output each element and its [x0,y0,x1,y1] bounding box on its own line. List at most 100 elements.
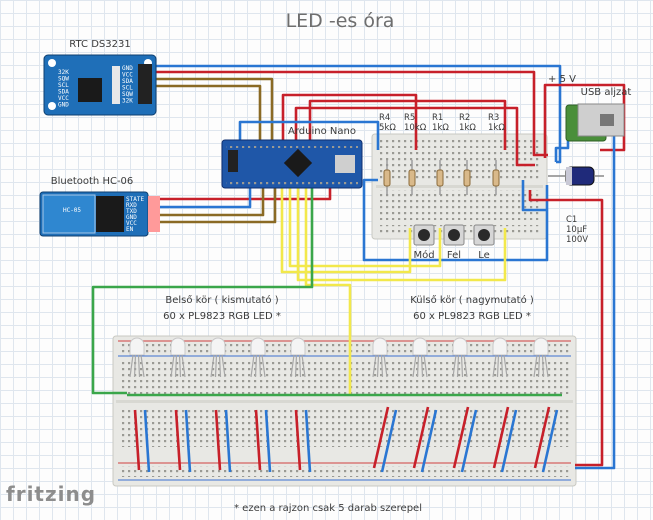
bt-chip-label: HC-05 [63,207,81,214]
led-leg [178,354,182,378]
led-leg [174,354,178,378]
led-ground-wire [184,409,192,473]
led-leg [129,354,134,378]
capacitor-name: C1 [566,215,577,225]
led-leg [537,354,541,378]
resistor-body [383,169,391,187]
wire-red [548,198,604,467]
led-power-wire [492,406,510,469]
led-leg [456,354,460,378]
bluetooth-module [39,191,160,237]
led-ground-wire [500,409,518,473]
led-ground-wire [143,409,151,473]
led-leg [140,354,145,378]
rtc-pin-left-sqw: SQW [58,76,69,83]
led-leg [416,354,420,378]
resistor-body [436,169,444,187]
led-leg [541,354,545,378]
led-dome [170,337,186,356]
led-leg [254,354,258,378]
led-leg [170,354,175,378]
bt-pin-state: STATE [126,196,144,203]
usb-socket [565,103,625,142]
led-power-wire [214,409,222,471]
bt-pin-en: EN [126,226,134,233]
diagram-title: LED -es óra [286,10,395,32]
wire-blue [150,64,562,164]
led-ground-wire [541,409,559,473]
resistor-body [492,169,500,187]
button-cap[interactable] [418,229,430,241]
button-cap[interactable] [478,229,490,241]
led-leg [133,354,137,378]
bt-pin-vcc: VCC [126,220,137,227]
led-dome [533,337,549,356]
rgb-led [290,337,306,378]
resistor-name: R3 [488,113,499,123]
rtc-pin-scl: SCL [122,85,133,92]
resistor-value: 1kΩ [432,123,449,133]
led-power-wire [372,406,390,469]
resistor-name: R2 [459,113,470,123]
led-leg [290,354,295,378]
led-dome [412,337,428,356]
led-power-wire [452,406,470,469]
wire-red [294,106,535,167]
led-power-wire [412,406,430,469]
wire-yellow [296,188,507,282]
led-leg [500,354,504,378]
led-power-wire [174,409,182,471]
wire-blue [158,188,252,209]
led-ground-wire [380,409,398,473]
led-power-wire [133,409,141,471]
wire-red [150,70,548,157]
rgb-led [129,337,145,378]
rgb-led [250,337,266,378]
led-leg [492,354,497,378]
button-label-mód: Mód [413,249,434,261]
led-dome [250,337,266,356]
wire-red [281,93,418,150]
resistor-value: 1kΩ [459,123,476,133]
capacitor-voltage: 100V [566,235,588,245]
rtc-pin-32k: 32K [122,98,133,105]
wire-red [543,83,566,158]
wire-red [308,99,507,150]
led-dome [129,337,145,356]
led-leg [261,354,266,378]
led-leg [210,354,215,378]
small-breadboard [371,133,548,240]
plus5v-label: + 5 V [548,74,576,85]
rgb-led [372,337,388,378]
rgb-led [533,337,549,378]
button-cap[interactable] [448,229,460,241]
wire-brown [150,77,274,140]
nano-label: Arduino Nano [288,126,356,137]
rtc-pin-left-vcc: VCC [58,95,69,102]
led-dome [210,337,226,356]
led-power-wire [254,409,262,471]
resistor-value: 1kΩ [488,123,505,133]
rgb-led [170,337,186,378]
led-row [129,337,549,378]
rgb-led [492,337,508,378]
led-dome [290,337,306,356]
rtc-module [43,54,157,116]
outer-ring-desc: 60 x PL9823 RGB LED * [413,311,531,322]
bt-pin-txd: TXD [126,208,137,215]
bt-pin-rxd: RXD [126,202,137,209]
bt-label: Bluetooth HC-06 [51,176,134,187]
led-leg [376,354,380,378]
footnote: * ezen a rajzon csak 5 darab szerepel [234,503,422,514]
wire-red [528,190,548,202]
led-dome [372,337,388,356]
usb-label: USB aljzat [581,87,632,98]
rgb-led [210,337,226,378]
wire-yellow [304,188,352,395]
led-leg [218,354,222,378]
rtc-pin-sqw: SQW [122,91,133,98]
wire-blue [238,120,380,150]
